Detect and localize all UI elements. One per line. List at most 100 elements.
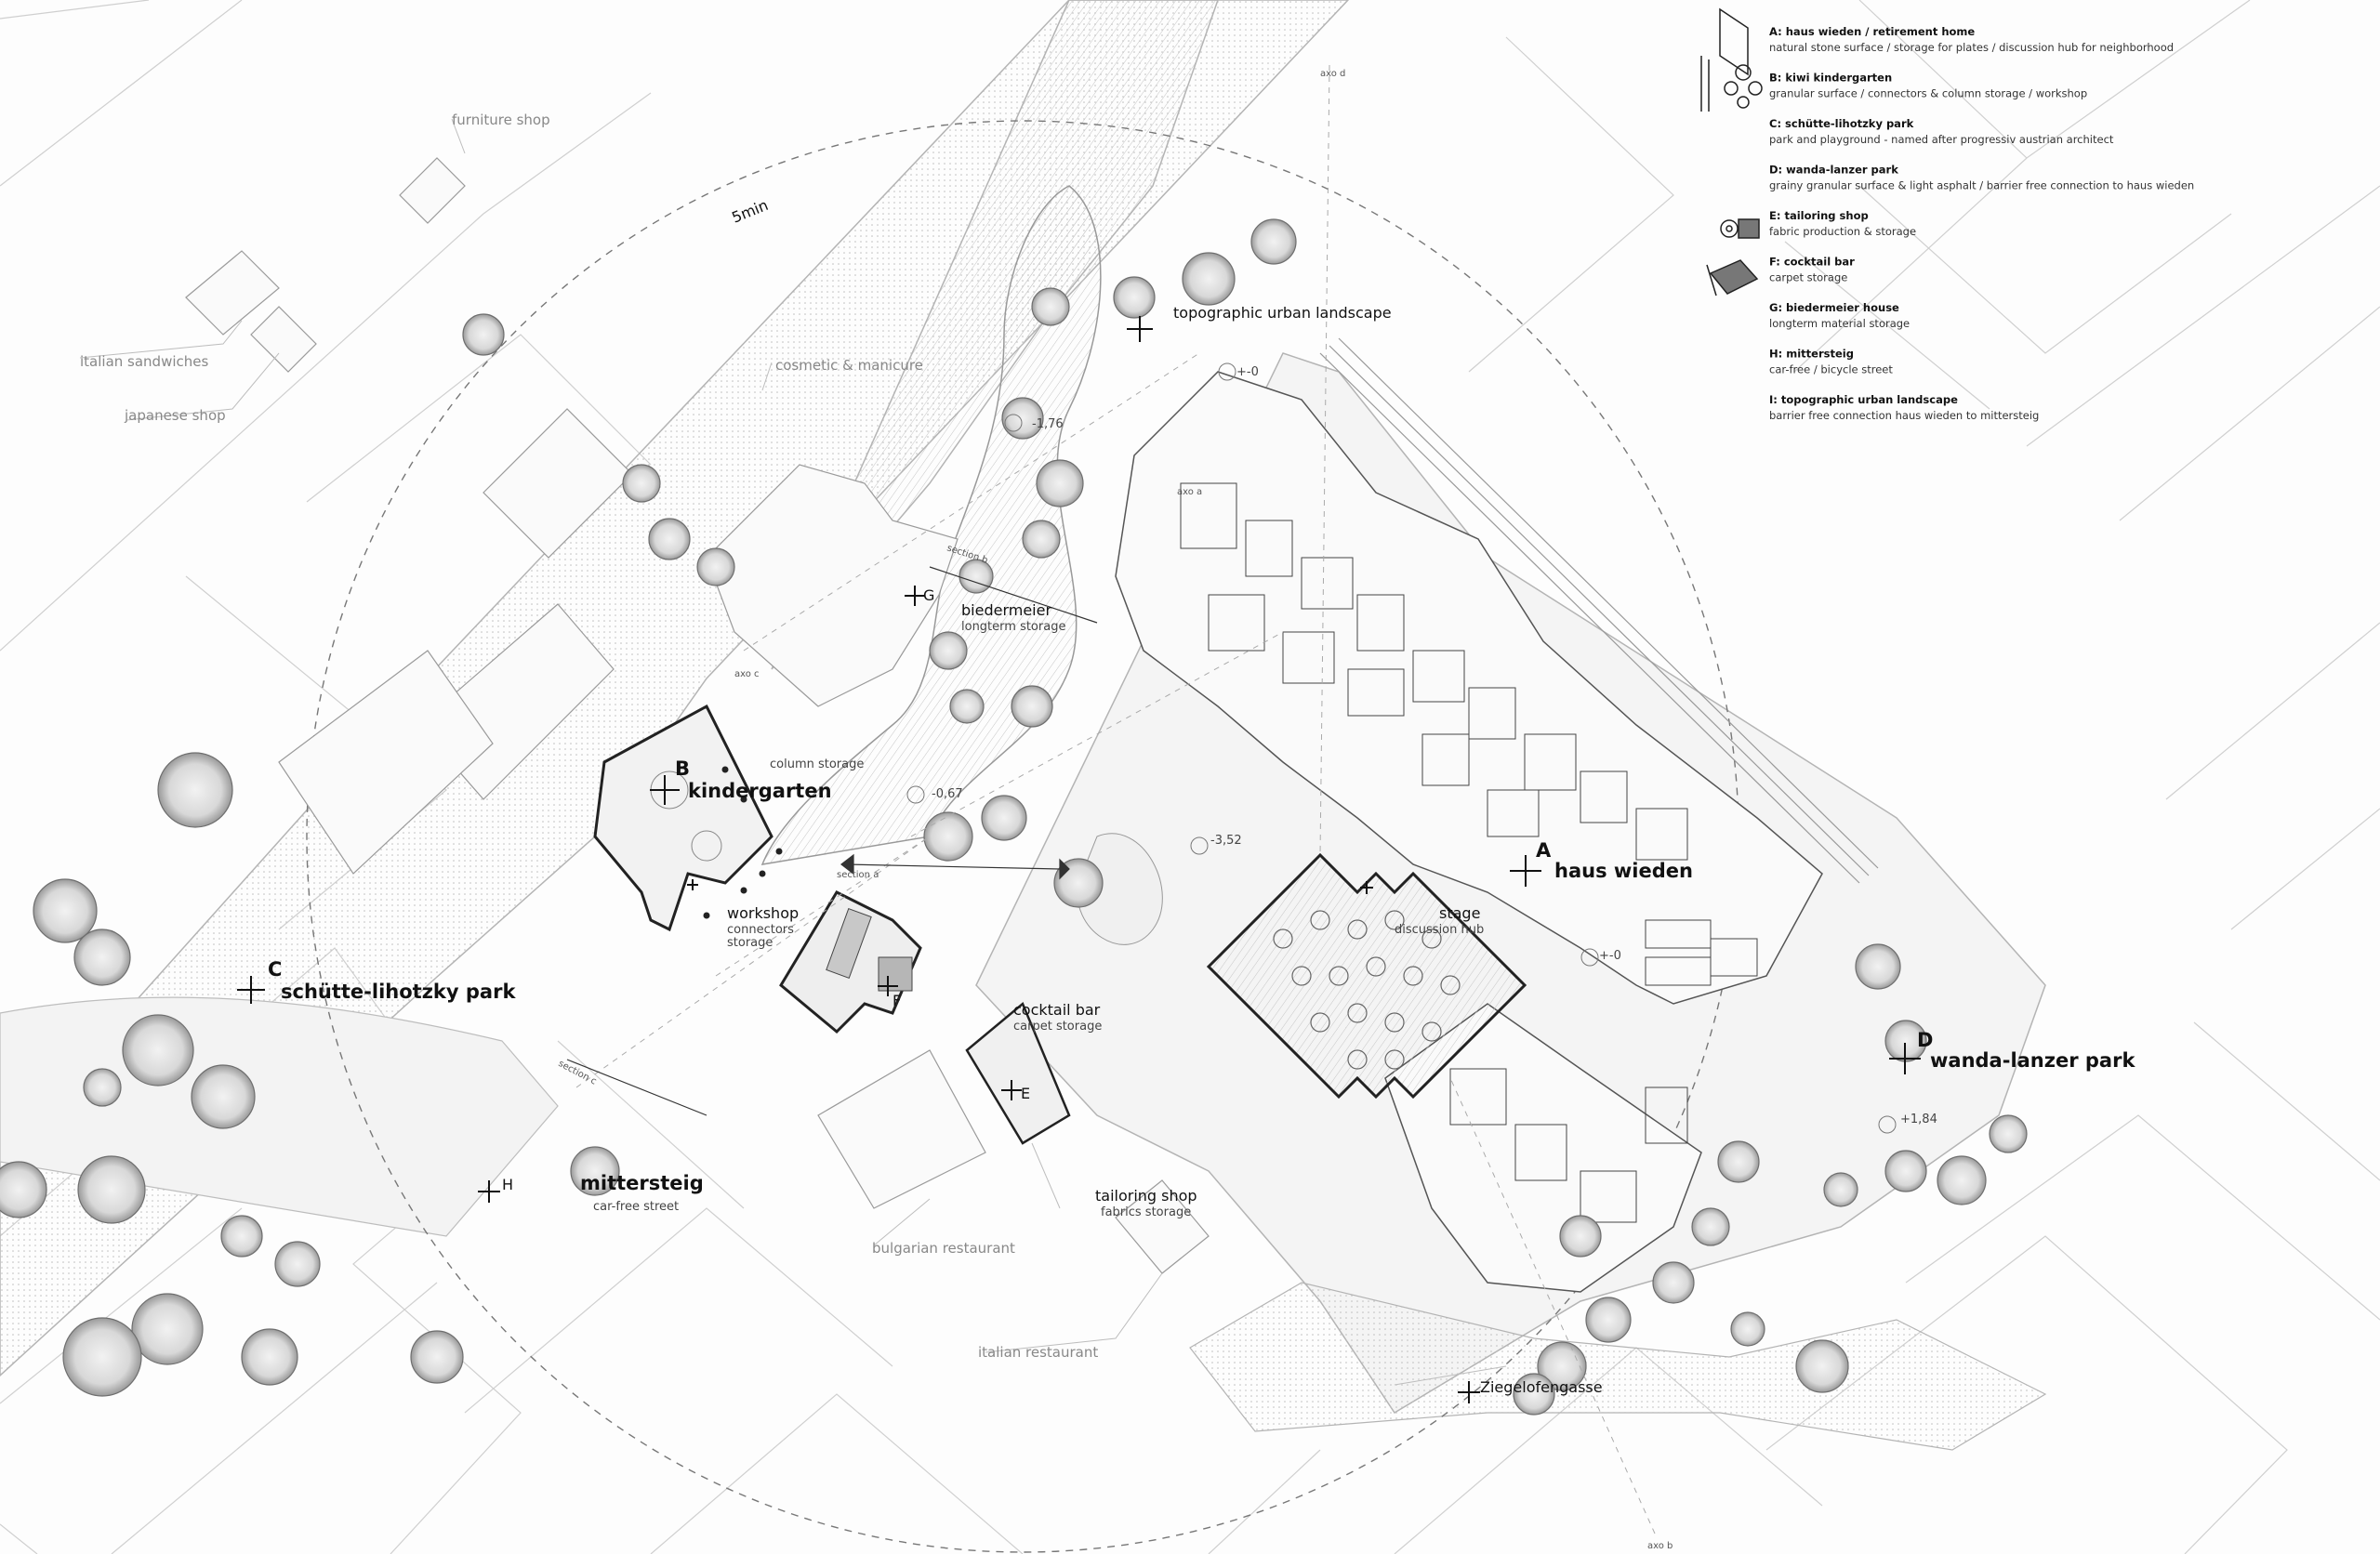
carpet-icon [1706, 259, 1759, 296]
context-buildings [185, 157, 1210, 1274]
place-C-name: schütte-lihotzky park [281, 981, 516, 1003]
place-A-letter: A [1536, 839, 1552, 862]
legend-desc: fabric production & storage [1769, 225, 1916, 238]
legend-title: H: mittersteig [1769, 348, 1854, 361]
bulgarian-label: bulgarian restaurant [872, 1240, 1015, 1257]
legend-title: E: tailoring shop [1769, 209, 1869, 222]
level-2: -0,67 [932, 787, 963, 801]
crosshair-markers [237, 316, 1921, 1403]
section-lines [566, 566, 1098, 1116]
connector-icon [1724, 64, 1763, 109]
section-a-label: section a [837, 870, 879, 880]
legend: A: haus wieden / retirement home natural … [1769, 25, 2194, 422]
cocktail-bar-label: cocktail bar [1013, 1001, 1101, 1019]
workshop-dots [703, 766, 783, 919]
marker-F [878, 976, 898, 996]
japanese-shop-label: japanese shop [124, 407, 226, 424]
legend-title: B: kiwi kindergarten [1769, 72, 1892, 85]
marker-D [1889, 1043, 1921, 1074]
stage-pavilion [1206, 852, 1527, 1100]
marker-C [237, 976, 265, 1004]
italian-sandwiches-label: italian sandwiches [80, 353, 208, 370]
fabric-roll-icon [1720, 218, 1760, 239]
biedermeier-label: biedermeier [961, 601, 1051, 619]
place-I-name: topographic urban landscape [1173, 304, 1392, 322]
place-D-name: wanda-lanzer park [1930, 1049, 2135, 1072]
level-3: -3,52 [1210, 834, 1242, 848]
shop-labels: furniture shop italian sandwiches japane… [80, 112, 1098, 1361]
legend-title: D: wanda-lanzer park [1769, 164, 1898, 177]
legend-title: G: biedermeier house [1769, 301, 1899, 314]
place-labels: topographic urban landscape G B kinderga… [268, 304, 2135, 1214]
fabrics-storage-label: fabrics storage [1101, 1205, 1191, 1219]
place-F-letter: F [892, 992, 901, 1009]
axis-lines [575, 64, 1656, 1534]
walk-time-label: 5min [729, 196, 771, 227]
axo-c-label: axo c [734, 669, 760, 679]
place-E-letter: E [1021, 1085, 1030, 1102]
place-B-letter: B [675, 757, 690, 780]
column-storage-label: column storage [770, 757, 864, 771]
longterm-storage-label: longterm storage [961, 620, 1065, 634]
plate-icon [1719, 7, 1749, 76]
connectors-label: connectors [727, 923, 794, 937]
legend-desc: granular surface / connectors & column s… [1769, 87, 2087, 100]
furniture-shop-label: furniture shop [452, 112, 550, 128]
marker-G [905, 586, 925, 606]
haus-wieden-building [1115, 371, 1823, 1293]
legend-title: F: cocktail bar [1769, 256, 1855, 269]
axo-a-label: axo a [1177, 487, 1202, 497]
legend-desc: natural stone surface / storage for plat… [1769, 41, 2174, 54]
place-H-letter: H [502, 1176, 513, 1193]
trees [0, 218, 2028, 1416]
legend-desc: park and playground - named after progre… [1769, 133, 2114, 146]
legend-title: I: topographic urban landscape [1769, 393, 1958, 406]
legend-desc: grainy granular surface & light asphalt … [1769, 179, 2194, 192]
axo-b-label: axo b [1647, 1541, 1673, 1551]
level-labels: -1,76 -0,67 -3,52 +1,84 +-0 +-0 [932, 365, 1937, 1126]
level-1: -1,76 [1032, 417, 1064, 431]
discussion-hub-label: discussion hub [1395, 923, 1484, 937]
tailoring-shop-label: tailoring shop [1095, 1187, 1197, 1205]
legend-desc: carpet storage [1769, 271, 1847, 284]
level-4: +1,84 [1900, 1113, 1937, 1126]
level-5: +-0 [1599, 949, 1621, 963]
cocktail-bar-building [779, 890, 922, 1034]
legend-desc: longterm material storage [1769, 317, 1910, 330]
place-D-letter: D [1917, 1029, 1933, 1051]
kindergarten-building [593, 704, 774, 932]
marker-B [650, 775, 680, 805]
level-6: +-0 [1236, 365, 1259, 379]
section-c-label: section c [557, 1059, 599, 1087]
place-C-letter: C [268, 958, 282, 981]
cosmetic-label: cosmetic & manicure [775, 357, 923, 374]
legend-icons [1700, 7, 1763, 296]
workshop-label: workshop [727, 904, 799, 922]
place-H-name: mittersteig [580, 1172, 704, 1194]
storage-label: storage [727, 936, 773, 950]
shop-leaders [79, 118, 1507, 1386]
stage-label: stage [1439, 904, 1480, 922]
level-markers [906, 362, 1897, 1134]
marker-I [1127, 316, 1153, 342]
place-H-sub: car-free street [593, 1200, 679, 1214]
legend-title: C: schütte-lihotzky park [1769, 117, 1914, 130]
italian-restaurant-label: italian restaurant [978, 1344, 1098, 1361]
carpet-storage-label: carpet storage [1013, 1020, 1102, 1034]
place-B-name: kindergarten [688, 780, 832, 802]
place-A-name: haus wieden [1554, 860, 1693, 882]
annotation-labels: biedermeier longterm storage column stor… [727, 601, 1603, 1396]
legend-desc: car-free / bicycle street [1769, 363, 1893, 376]
marker-ziegelofengasse [1458, 1381, 1480, 1403]
column-icon [1700, 56, 1710, 112]
place-G-letter: G [923, 586, 934, 604]
rail-lines [1319, 337, 1879, 884]
tailoring-shop-building [965, 1001, 1071, 1145]
axo-d-label: axo d [1320, 69, 1345, 79]
marker-H [478, 1180, 500, 1203]
legend-title: A: haus wieden / retirement home [1769, 25, 1975, 38]
marker-A [1510, 855, 1541, 887]
legend-desc: barrier free connection haus wieden to m… [1769, 409, 2039, 422]
marker-E [1001, 1080, 1022, 1100]
